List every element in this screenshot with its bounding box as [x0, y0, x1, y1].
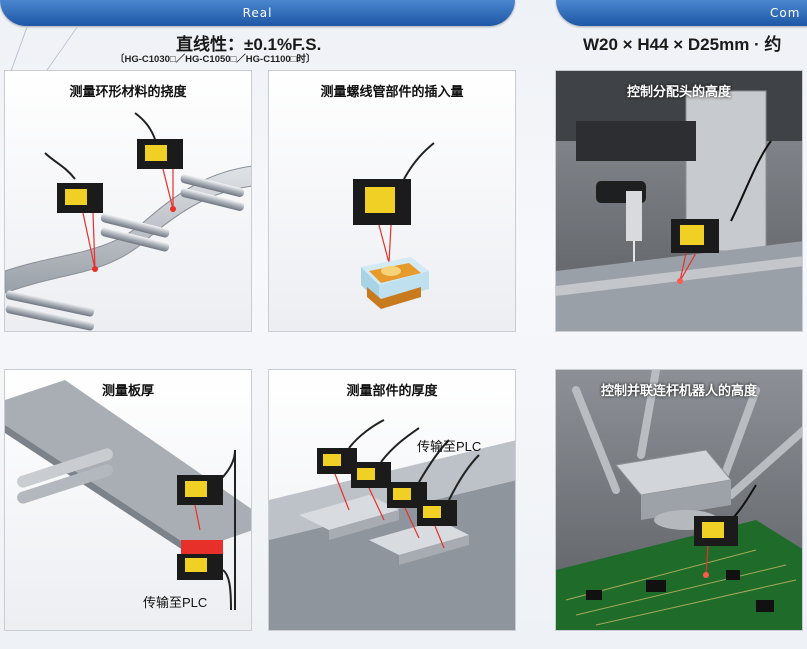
tab-compact-label: Com: [770, 6, 801, 20]
plc-transmit-label: 传输至PLC: [143, 595, 208, 610]
panel-dispenser-height: 控制分配头的高度: [555, 70, 803, 332]
plate-thickness-illustration: [5, 380, 251, 611]
ring-deflection-illustration: [5, 112, 251, 331]
dispenser-illustration: [556, 71, 802, 331]
panel-title: 测量板厚: [101, 384, 154, 399]
solenoid-illustration: [353, 142, 435, 309]
tab-real[interactable]: Real: [0, 0, 515, 26]
panel-component-thickness: 测量部件的厚度 传输至PLC: [268, 369, 516, 631]
panel-title: 测量螺线管部件的插入量: [320, 85, 464, 100]
linearity-spec: 直线性：±0.1%F.S.: [176, 35, 322, 54]
panel-title: 测量部件的厚度: [346, 384, 438, 399]
panel-ring-deflection: 测量环形材料的挠度: [4, 70, 252, 332]
decorative-line: [46, 26, 79, 70]
panel-title: 控制分配头的高度: [626, 85, 731, 100]
plc-transmit-label: 传输至PLC: [417, 439, 482, 454]
dimensions-spec: W20 × H44 × D25mm · 约: [583, 35, 782, 54]
tab-compact[interactable]: Com: [556, 0, 807, 26]
panel-solenoid-insertion: 测量螺线管部件的插入量: [268, 70, 516, 332]
parallel-robot-illustration: [556, 370, 802, 630]
panel-parallel-robot: 控制并联连杆机器人的高度: [555, 369, 803, 631]
panel-plate-thickness: 测量板厚 传输至PLC: [4, 369, 252, 631]
panel-title: 控制并联连杆机器人的高度: [600, 384, 757, 399]
model-list: 〔HG-C1030□／HG-C1050□／HG-C1100□时〕: [115, 54, 316, 65]
panel-title: 测量环形材料的挠度: [69, 85, 187, 100]
component-thickness-illustration: [269, 419, 515, 630]
tab-real-label: Real: [242, 6, 273, 20]
